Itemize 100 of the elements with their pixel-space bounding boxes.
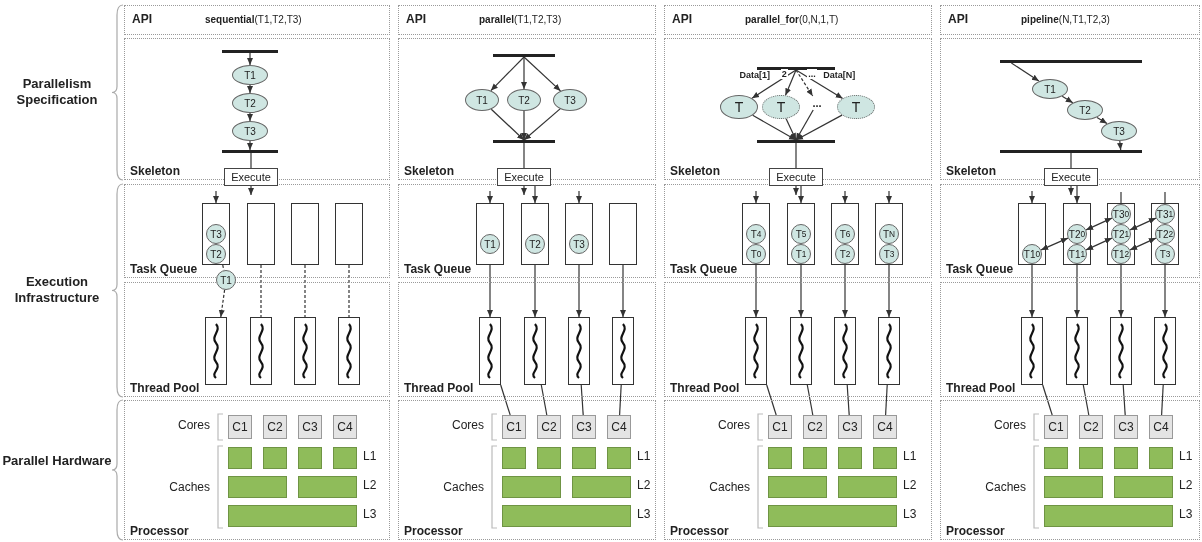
arrow: [795, 114, 843, 141]
row-heading: Parallelism Specification: [15, 75, 99, 108]
arrow: [247, 112, 253, 122]
sync-bar: [493, 54, 555, 57]
task-queue-box: [831, 203, 859, 265]
arrow: [1029, 190, 1035, 204]
thread-box: [1110, 317, 1132, 385]
thread-box: [612, 317, 634, 385]
panel-title: API: [672, 12, 692, 26]
arrow: [248, 185, 254, 196]
task-ellipse: T1: [1032, 79, 1068, 99]
panel-title: Processor: [670, 524, 729, 538]
task-circle: T3: [569, 234, 589, 254]
arrow: [523, 56, 562, 92]
connector-line: [1122, 384, 1126, 416]
sync-bar: [1000, 60, 1142, 63]
panel-title: Task Queue: [130, 262, 198, 276]
cache-level-label: L3: [637, 507, 651, 521]
level-label: Cores: [452, 418, 484, 432]
core-box: C3: [572, 415, 596, 439]
arrow: [842, 190, 848, 204]
dotted-panel: [398, 5, 656, 35]
connector-line: [846, 384, 850, 416]
connector-line: [222, 264, 225, 271]
arrow: [784, 69, 797, 96]
arrow: [490, 108, 525, 141]
arrow: [1129, 217, 1157, 231]
arrow: [576, 264, 582, 318]
sync-bar: [757, 67, 835, 70]
arrow: [752, 114, 797, 141]
edge-label: ...: [807, 69, 817, 79]
core-box: C3: [1114, 415, 1138, 439]
task-queue-box: [1063, 203, 1091, 265]
ellipsis-text: ...: [806, 96, 828, 110]
panel-title: Skeleton: [670, 164, 720, 178]
core-box: C3: [838, 415, 862, 439]
edge-label: 2: [780, 68, 788, 79]
cache-level-label: L2: [637, 478, 651, 492]
task-ellipse: T3: [553, 89, 587, 111]
cache-level-label: L2: [1179, 478, 1193, 492]
execute-box: Execute: [1044, 168, 1098, 186]
task-ellipse: T2: [232, 93, 268, 113]
dotted-panel: [940, 184, 1200, 278]
task-ellipse: T2: [1067, 100, 1103, 120]
arrow: [1096, 116, 1108, 125]
arrow: [753, 190, 759, 204]
panel-title: Thread Pool: [404, 381, 474, 395]
task-queue-box: [335, 203, 363, 265]
panel-title: Task Queue: [670, 262, 738, 276]
panel-title: API: [406, 12, 426, 26]
api-call: parallel(T1,T2,T3): [479, 14, 562, 25]
core-box: C4: [607, 415, 631, 439]
core-box: C1: [502, 415, 526, 439]
arrow: [576, 190, 582, 204]
task-queue-box: [609, 203, 637, 265]
core-box: C1: [228, 415, 252, 439]
core-box: C4: [333, 415, 357, 439]
dotted-panel: [664, 5, 932, 35]
thread-box: [568, 317, 590, 385]
panel-title: API: [132, 12, 152, 26]
cache-level-label: L1: [1179, 449, 1193, 463]
panel-title: Processor: [404, 524, 463, 538]
task-circle: T1: [480, 234, 500, 254]
task-queue-box: [742, 203, 770, 265]
cache-level-label: L1: [637, 449, 651, 463]
execute-box: Execute: [497, 168, 551, 186]
arrow: [1040, 237, 1069, 251]
api-call: sequential(T1,T2,T3): [205, 14, 302, 25]
level-label: Caches: [443, 480, 484, 494]
connector-line: [1082, 384, 1090, 416]
connector-line: [260, 264, 262, 318]
thread-box: [524, 317, 546, 385]
task-queue-box: [521, 203, 549, 265]
core-box: C3: [298, 415, 322, 439]
connector-line: [1042, 384, 1053, 416]
edge-label: Data[1]: [738, 70, 771, 81]
arrow: [490, 56, 525, 92]
edge-label: Data[N]: [822, 70, 857, 81]
arrow: [521, 110, 527, 141]
core-box: C1: [768, 415, 792, 439]
dotted-panel: [398, 184, 656, 278]
panel-title: Thread Pool: [670, 381, 740, 395]
task-circle: T3: [206, 224, 226, 244]
cache-level-label: L1: [903, 449, 917, 463]
dotted-panel: [940, 282, 1200, 397]
connector-line: [885, 384, 888, 416]
task-ellipse: T: [762, 95, 800, 119]
connector-line: [1070, 152, 1072, 169]
arrow: [523, 108, 561, 141]
level-label: Cores: [718, 418, 750, 432]
arrow: [1118, 263, 1124, 318]
arrow: [1061, 95, 1074, 104]
arrow: [886, 263, 892, 318]
dotted-panel: [940, 5, 1200, 35]
sync-bar: [493, 140, 555, 143]
core-box: C2: [537, 415, 561, 439]
connector-line: [1164, 191, 1166, 205]
arrow: [1117, 140, 1123, 151]
row-heading: Execution Infrastructure: [13, 273, 101, 306]
cache-level-label: L3: [363, 507, 377, 521]
